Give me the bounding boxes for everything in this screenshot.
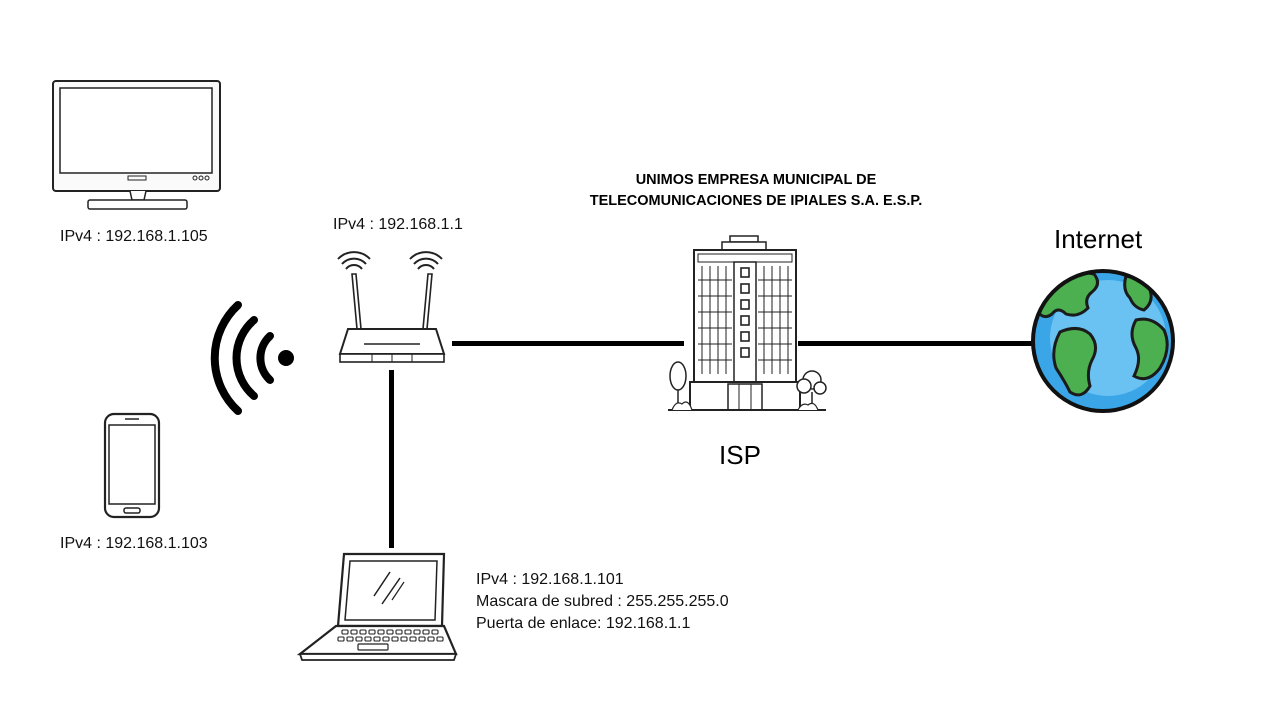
- wifi-signal-icon: [210, 301, 294, 415]
- laptop-subnet-mask-label: Mascara de subred : 255.255.255.0: [476, 593, 729, 610]
- globe-icon: [1031, 269, 1175, 413]
- laptop-icon: [296, 552, 458, 661]
- link-router-laptop: [389, 370, 394, 548]
- isp-label: ISP: [719, 440, 761, 470]
- internet-label: Internet: [1054, 224, 1143, 254]
- isp-name-line1: UNIMOS EMPRESA MUNICIPAL DE: [635, 172, 877, 188]
- smartphone-icon: [103, 412, 161, 519]
- tv-ipv4-label: IPv4 : 192.168.1.105: [60, 228, 208, 245]
- link-router-isp: [452, 341, 684, 346]
- building-icon: [668, 235, 827, 411]
- isp-name-line2: TELECOMUNICACIONES DE IPIALES S.A. E.S.P…: [589, 193, 923, 209]
- phone-ipv4-label: IPv4 : 192.168.1.103: [60, 535, 208, 552]
- laptop-gateway-label: Puerta de enlace: 192.168.1.1: [476, 615, 691, 632]
- isp-company-name: UNIMOS EMPRESA MUNICIPAL DE TELECOMUNICA…: [540, 170, 972, 212]
- laptop-network-info: IPv4 : 192.168.1.101 Mascara de subred :…: [476, 569, 729, 635]
- wifi-router-icon: [337, 251, 446, 363]
- tv-icon: [52, 80, 221, 210]
- link-isp-internet: [798, 341, 1032, 346]
- laptop-ipv4-label: IPv4 : 192.168.1.101: [476, 571, 624, 588]
- router-ipv4-label: IPv4 : 192.168.1.1: [333, 216, 463, 233]
